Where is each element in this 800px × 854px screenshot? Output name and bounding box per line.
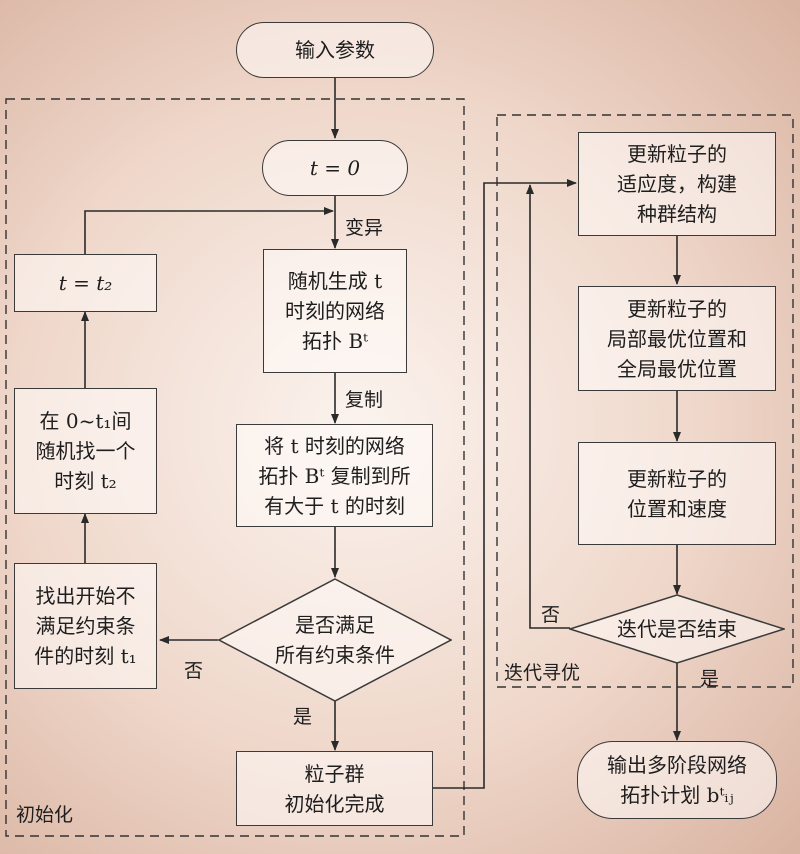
label-no-constraint: 否 bbox=[184, 660, 204, 682]
random-generate-box: 随机生成 t 时刻的网络 拓扑 Bᵗ bbox=[263, 249, 407, 373]
t-eq-t2-box: t = t₂ bbox=[14, 254, 157, 312]
label-copy: 复制 bbox=[345, 389, 384, 411]
random-pick-box: 在 0~t₁间 随机找一个 时刻 t₂ bbox=[14, 388, 157, 514]
start-terminal: 输入参数 bbox=[236, 22, 434, 78]
update-position-box: 更新粒子的 位置和速度 bbox=[578, 442, 776, 545]
region-label-init: 初始化 bbox=[16, 804, 74, 826]
update-best-box: 更新粒子的 局部最优位置和 全局最优位置 bbox=[578, 286, 776, 391]
constraint-decision-diamond bbox=[218, 578, 452, 702]
constraint-decision-text: 是否满足 所有约束条件 bbox=[275, 613, 395, 667]
label-no-iteration: 否 bbox=[541, 604, 561, 626]
arrow-t2-loop bbox=[84, 207, 334, 254]
iteration-decision-diamond bbox=[569, 594, 785, 664]
copy-topology-box: 将 t 时刻的网络 拓扑 Bᵗ 复制到所 有大于 t 的时刻 bbox=[236, 424, 433, 527]
init-complete-box: 粒子群 初始化完成 bbox=[236, 751, 433, 826]
arrow-done-to-fitness bbox=[432, 179, 577, 789]
find-violation-box: 找出开始不 满足约束条 件的时刻 t₁ bbox=[14, 563, 157, 689]
label-mutation: 变异 bbox=[345, 217, 384, 239]
label-yes-constraint: 是 bbox=[293, 706, 313, 728]
update-fitness-box: 更新粒子的 适应度，构建 种群结构 bbox=[578, 132, 776, 236]
init-t-terminal: t = 0 bbox=[262, 140, 408, 196]
output-terminal: 输出多阶段网络 拓扑计划 bᵗᵢⱼ bbox=[577, 741, 777, 819]
arrow-iter-loop bbox=[526, 184, 570, 629]
iteration-decision-text: 迭代是否结束 bbox=[617, 617, 737, 641]
region-label-iteration: 迭代寻优 bbox=[504, 662, 581, 684]
init-region-border bbox=[5, 98, 465, 837]
label-yes-iteration: 是 bbox=[700, 668, 720, 690]
